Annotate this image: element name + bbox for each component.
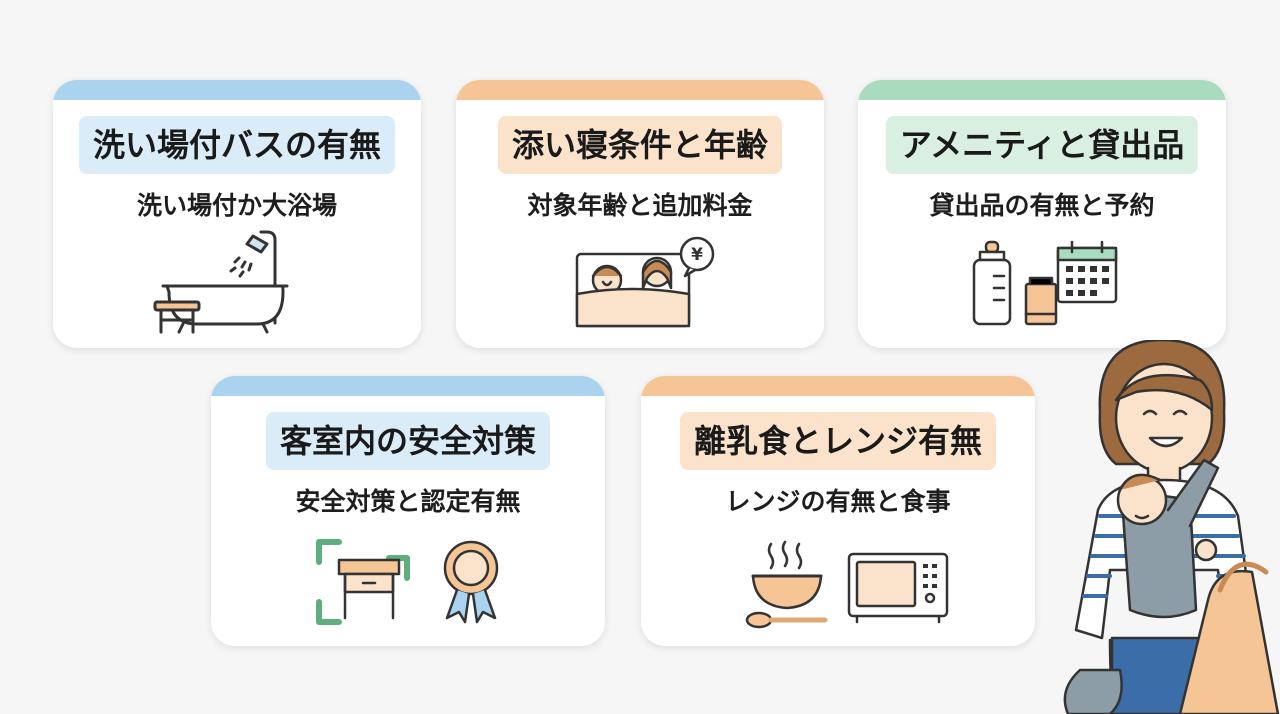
card-safety: 客室内の安全対策 安全対策と認定有無 [211,376,605,646]
card-amenities: アメニティと貸出品 貸出品の有無と予約 [858,80,1226,348]
yen-symbol: ¥ [691,245,703,265]
amenities-icon [972,240,1118,326]
card-subtitle: 安全対策と認定有無 [295,487,521,516]
card-title: 客室内の安全対策 [265,412,551,470]
card-accent-bar [456,80,824,100]
card-title: 離乳食とレンジ有無 [679,412,997,470]
card-subtitle: 対象年齢と追加料金 [527,191,753,220]
bathtub-shower-icon [153,230,289,334]
card-accent-bar [858,80,1226,100]
card-accent-bar [53,80,421,100]
card-bath: 洗い場付バスの有無 洗い場付か大浴場 [53,80,421,348]
card-subtitle: 貸出品の有無と予約 [929,191,1155,220]
card-accent-bar [641,376,1035,396]
safety-icon [316,539,499,625]
card-subtitle: 洗い場付か大浴場 [136,191,337,220]
mother-with-baby-illustration [1063,340,1280,714]
card-title: 洗い場付バスの有無 [78,116,396,174]
card-baby-food: 離乳食とレンジ有無 レンジの有無と食事 [641,376,1035,646]
card-title: 添い寝条件と年齢 [497,116,783,174]
card-subtitle: レンジの有無と食事 [725,487,951,516]
card-co-sleeping: 添い寝条件と年齢 対象年齢と追加料金 ¥ [456,80,824,348]
baby-food-microwave-icon [745,540,949,629]
card-title: アメニティと貸出品 [885,116,1199,174]
card-accent-bar [211,376,605,396]
co-sleeping-icon: ¥ [575,236,715,328]
